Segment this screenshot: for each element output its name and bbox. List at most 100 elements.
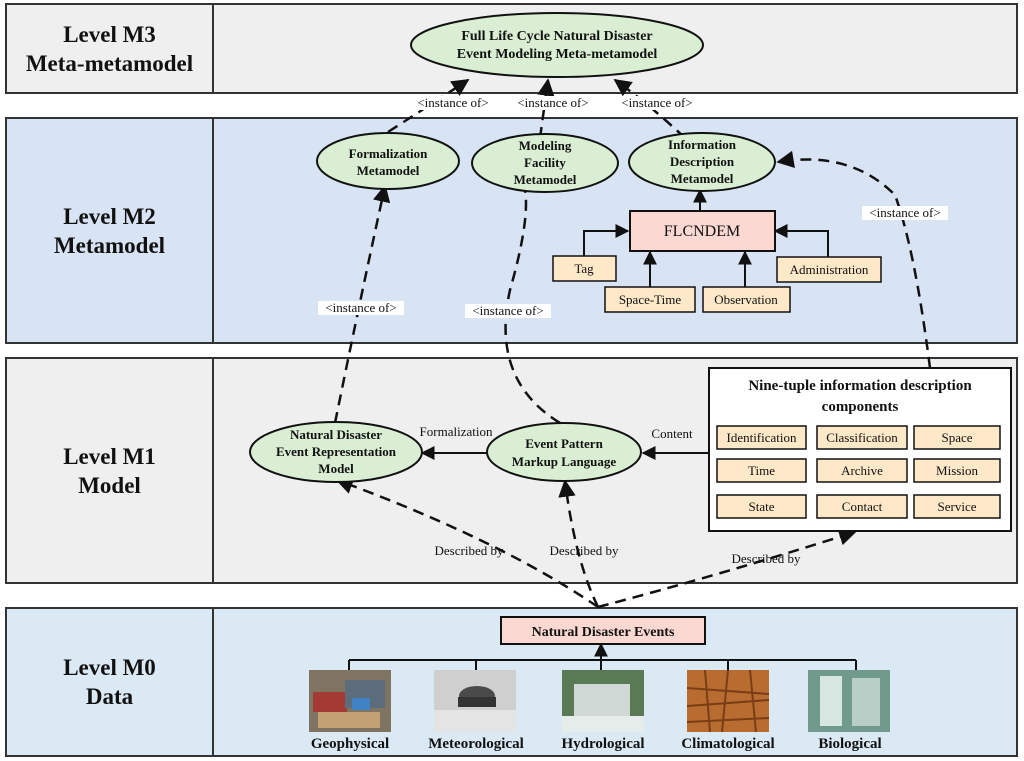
svg-text:Markup Language: Markup Language xyxy=(512,454,617,469)
category-labels: Geophysical Meteorological Hydrological Cli… xyxy=(311,736,882,752)
svg-text:Time: Time xyxy=(748,463,775,478)
hydrological-image xyxy=(562,670,644,732)
node-space-time: Space-Time xyxy=(604,286,696,313)
node-tag: Tag xyxy=(552,255,617,282)
svg-text:Contact: Contact xyxy=(842,499,883,514)
svg-text:Administration: Administration xyxy=(790,262,869,277)
svg-text:Archive: Archive xyxy=(841,463,883,478)
svg-text:Metamodel: Metamodel xyxy=(671,171,734,186)
svg-text:<instance of>: <instance of> xyxy=(869,205,940,220)
svg-text:Observation: Observation xyxy=(714,292,778,307)
node-information-description-metamodel: Information Description Metamodel xyxy=(628,132,776,192)
nine-tuple-cell-contact: Contact xyxy=(816,494,908,519)
label-instance-of-3: <instance of> xyxy=(614,95,700,110)
label-formalization: Formalization xyxy=(420,424,493,439)
svg-text:Event Representation: Event Representation xyxy=(276,444,397,459)
svg-text:Modeling: Modeling xyxy=(519,138,572,153)
svg-text:Identification: Identification xyxy=(726,430,797,445)
svg-text:Metamodel: Metamodel xyxy=(514,172,577,187)
label-described-by-2: Described by xyxy=(550,543,619,558)
category-label-geophysical: Geophysical xyxy=(311,736,389,752)
category-label-hydrological: Hydrological xyxy=(561,736,644,752)
edge-formalization-to-meta xyxy=(387,78,470,134)
node-natural-disaster-events: Natural Disaster Events xyxy=(500,616,706,645)
svg-text:Tag: Tag xyxy=(574,261,594,276)
svg-text:<instance of>: <instance of> xyxy=(325,300,396,315)
svg-text:<instance of>: <instance of> xyxy=(417,95,488,110)
nine-tuple-cell-service: Service xyxy=(913,494,1001,519)
edge-events-to-ndem xyxy=(335,477,599,609)
biological-image xyxy=(808,670,890,732)
nine-tuple-cell-state: State xyxy=(716,494,807,519)
svg-text:Nine-tuple information descrip: Nine-tuple information description xyxy=(748,378,972,394)
svg-text:FLCNDEM: FLCNDEM xyxy=(664,223,740,240)
svg-text:<instance of>: <instance of> xyxy=(517,95,588,110)
node-natural-disaster-event-representation-model: Natural Disaster Event Representation Mo… xyxy=(249,421,423,483)
nine-tuple-cell-time: Time xyxy=(716,458,807,483)
svg-text:Model: Model xyxy=(318,461,354,476)
level-m0-subtitle: Data xyxy=(85,684,134,709)
label-instance-of-6: <instance of> xyxy=(465,303,551,318)
edge-events-to-ninetuple xyxy=(597,528,857,609)
svg-text:Description: Description xyxy=(670,154,735,169)
level-m1-subtitle: Model xyxy=(78,472,141,498)
label-instance-of-4: <instance of> xyxy=(862,205,948,220)
meteorological-image xyxy=(434,670,516,732)
nine-tuple-cell-classification: Classification xyxy=(816,425,908,450)
level-m2-label: Level M2 Metamodel xyxy=(7,119,214,342)
node-formalization-metamodel: Formalization Metamodel xyxy=(316,132,460,190)
category-label-climatological: Climatological xyxy=(681,736,774,752)
level-m3-subtitle: Meta-metamodel xyxy=(25,50,194,76)
svg-text:Mission: Mission xyxy=(936,463,978,478)
svg-text:Service: Service xyxy=(938,499,977,514)
level-m2-subtitle: Metamodel xyxy=(53,232,166,258)
svg-text:Natural Disaster Events: Natural Disaster Events xyxy=(532,625,675,640)
svg-text:Event Modeling Meta-metamodel: Event Modeling Meta-metamodel xyxy=(457,47,658,62)
nine-tuple-cell-space: Space xyxy=(913,425,1001,450)
edge-administration-to-flcndem xyxy=(773,224,829,257)
svg-text:Metamodel: Metamodel xyxy=(357,163,420,178)
category-label-meteorological: Meteorological xyxy=(428,736,524,752)
svg-text:Event Pattern: Event Pattern xyxy=(525,436,603,451)
nine-tuple-cell-identification: Identification xyxy=(716,425,807,450)
label-content: Content xyxy=(651,426,693,441)
svg-text:State: State xyxy=(749,499,775,514)
edge-ninetuple-to-information xyxy=(776,150,932,369)
level-m1-title: Level M1 xyxy=(63,443,156,469)
nine-tuple-cell-archive: Archive xyxy=(816,458,908,483)
geophysical-image xyxy=(309,670,391,732)
edge-epml-to-modeling xyxy=(504,189,561,425)
climatological-image xyxy=(686,669,770,733)
label-described-by-1: Described by xyxy=(435,543,504,558)
node-observation: Observation xyxy=(702,286,791,313)
level-m1-label: Level M1 Model xyxy=(7,359,214,582)
level-m0-title: Level M0 xyxy=(63,655,156,680)
edge-modeling-to-meta xyxy=(537,78,555,139)
node-flcndem: FLCNDEM xyxy=(629,210,776,252)
svg-text:Facility: Facility xyxy=(524,155,566,170)
node-meta-metamodel: Full Life Cycle Natural Disaster Event M… xyxy=(410,12,704,78)
svg-text:Space-Time: Space-Time xyxy=(619,292,682,307)
category-label-biological: Biological xyxy=(818,736,881,752)
edge-tag-to-flcndem xyxy=(583,224,630,256)
level-m0-label: Level M0 Data xyxy=(7,609,214,755)
svg-text:<instance of>: <instance of> xyxy=(621,95,692,110)
label-instance-of-5: <instance of> xyxy=(318,300,404,315)
svg-text:Information: Information xyxy=(668,137,737,152)
svg-text:Full Life Cycle Natural Disast: Full Life Cycle Natural Disaster xyxy=(461,29,652,44)
node-modeling-facility-metamodel: Modeling Facility Metamodel xyxy=(471,133,619,193)
level-m3-label: Level M3 Meta-metamodel xyxy=(7,5,214,92)
nine-tuple-cell-mission: Mission xyxy=(913,458,1001,483)
label-described-by-3: Described by xyxy=(732,551,801,566)
level-m3-title: Level M3 xyxy=(63,21,156,47)
svg-text:Formalization: Formalization xyxy=(349,146,428,161)
node-administration: Administration xyxy=(776,256,882,283)
svg-text:Space: Space xyxy=(941,430,972,445)
edge-events-to-epml xyxy=(558,479,600,608)
svg-text:Natural Disaster: Natural Disaster xyxy=(290,427,382,442)
svg-text:components: components xyxy=(822,399,899,415)
label-instance-of-2: <instance of> xyxy=(510,95,596,110)
svg-text:<instance of>: <instance of> xyxy=(472,303,543,318)
